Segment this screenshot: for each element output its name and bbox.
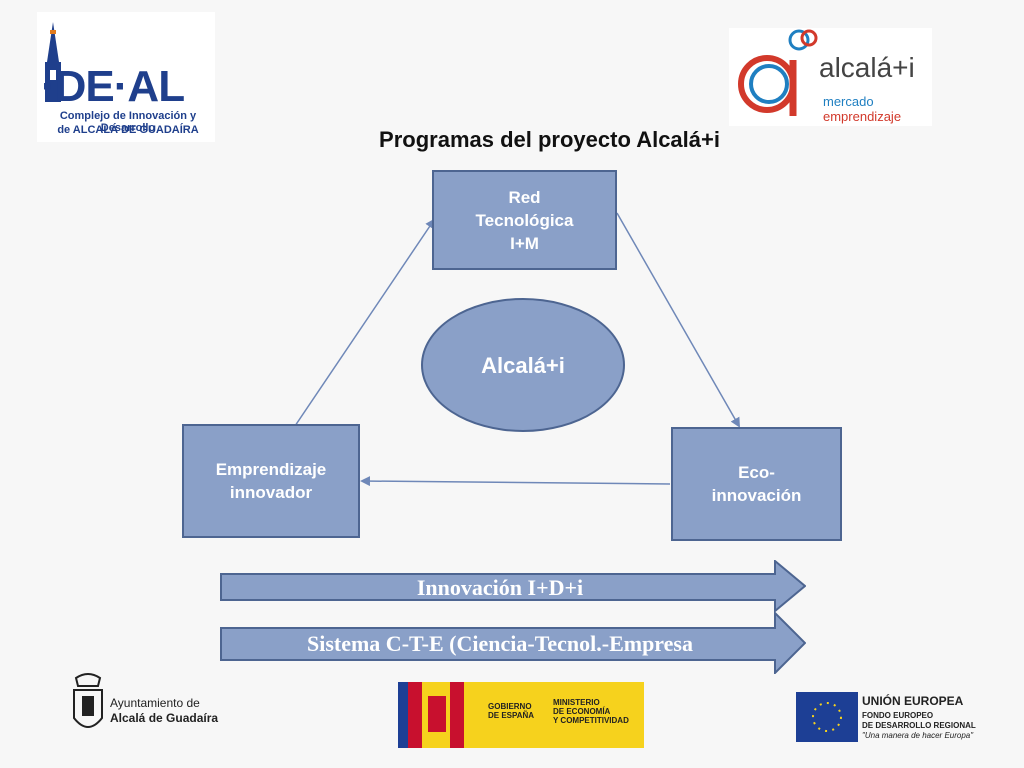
- ue-line-1: FONDO EUROPEO: [862, 711, 934, 720]
- node-center-ellipse: Alcalá+i: [421, 298, 625, 432]
- ue-line-2: DE DESARROLLO REGIONAL: [862, 721, 976, 730]
- gobierno-espana-logo: GOBIERNO DE ESPAÑA MINISTERIO DE ECONOMÍ…: [398, 682, 644, 748]
- adeal-wordmark: ·DE·AL: [41, 62, 185, 111]
- node-emprendizaje: Emprendizaje innovador: [182, 424, 360, 538]
- adeal-logo: ·DE·AL Complejo de Innovación y Desarrol…: [37, 12, 215, 142]
- ayuntamiento-line-2: Alcalá de Guadaíra: [110, 711, 219, 725]
- spain-flag-icon: [398, 682, 464, 748]
- node-red-label: Red Tecnológica I+M: [475, 187, 574, 253]
- adeal-subtitle-2: de ALCALÁ DE GUADAÍRA: [57, 124, 199, 136]
- ministerio-label: MINISTERIO DE ECONOMÍA Y COMPETITIVIDAD: [553, 698, 629, 725]
- gobierno-label: GOBIERNO DE ESPAÑA: [488, 702, 535, 720]
- node-eco-label: Eco- innovación: [711, 463, 802, 505]
- page-title: Programas del proyecto Alcalá+i: [379, 127, 720, 152]
- node-red-tecnologica: Red Tecnológica I+M: [432, 170, 617, 270]
- edge-red-to-eco: [616, 212, 740, 428]
- ayuntamiento-logo: Ayuntamiento de Alcalá de Guadaíra: [70, 672, 225, 740]
- alcala-a-icon: [738, 29, 818, 116]
- node-center-label: Alcalá+i: [481, 352, 565, 378]
- ue-title: UNIÓN EUROPEA: [862, 694, 964, 708]
- tower-icon: [45, 22, 61, 102]
- banner-innovacion-label: Innovación I+D+i: [416, 575, 584, 600]
- banner-sistema: Sistema C-T-E (Ciencia-Tecnol.-Empresa: [220, 612, 806, 674]
- ayuntamiento-line-1: Ayuntamiento de: [110, 696, 200, 710]
- ue-line-3: "Una manera de hacer Europa": [862, 731, 974, 740]
- union-europea-logo: UNIÓN EUROPEA FONDO EUROPEO DE DESARROLL…: [796, 692, 976, 744]
- banner-sistema-label: Sistema C-T-E (Ciencia-Tecnol.-Empresa: [306, 631, 693, 656]
- mercado-brand: alcalá+i: [819, 52, 915, 83]
- coat-of-arms-icon: [73, 673, 103, 728]
- node-emprendizaje-label: Emprendizaje innovador: [215, 460, 327, 502]
- node-eco-innovacion: Eco- innovación: [671, 427, 842, 541]
- edge-emprendizaje-to-red: [269, 218, 436, 464]
- eu-flag-icon: [796, 692, 858, 742]
- mercado-line-2: emprendizaje: [823, 109, 902, 124]
- banner-arrow-shape: [220, 560, 806, 612]
- mercado-line-1: mercado: [823, 94, 874, 109]
- alcala-mercado-logo: alcalá+i mercado emprendizaje: [729, 28, 932, 126]
- banner-arrow-shape: [220, 612, 806, 674]
- adeal-subtitle-1: Complejo de Innovación y Desarrollo: [59, 110, 197, 134]
- banner-innovacion: Innovación I+D+i: [220, 560, 806, 612]
- edge-eco-to-emprendizaje: [360, 476, 671, 487]
